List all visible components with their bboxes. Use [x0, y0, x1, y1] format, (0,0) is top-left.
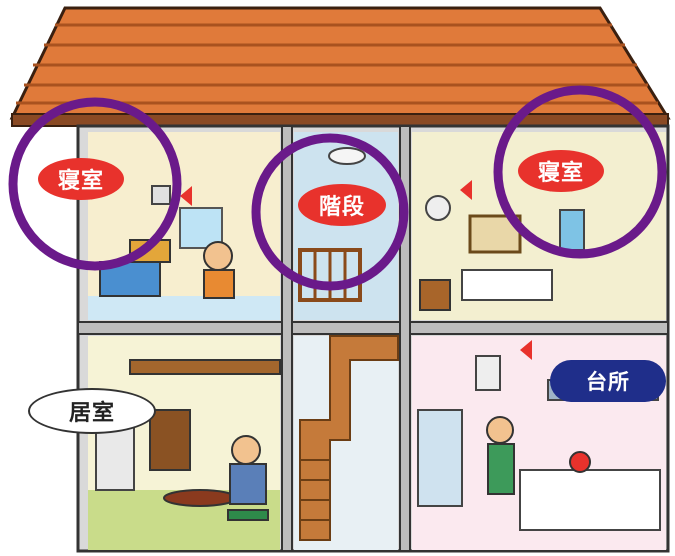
counter [520, 470, 660, 530]
woman [487, 417, 513, 443]
kettle [570, 452, 590, 472]
smoke-detector [426, 196, 450, 220]
label-kitchen: 台所 [550, 360, 666, 402]
low-table [164, 490, 236, 506]
roof [12, 8, 668, 126]
nightstand [420, 280, 450, 310]
elderly-man [232, 436, 260, 464]
heat-detector [476, 356, 500, 390]
window [560, 210, 584, 250]
bed [462, 270, 552, 300]
boy [204, 242, 232, 270]
label-bedroom-right: 寝室 [518, 150, 604, 192]
refrigerator [418, 410, 462, 506]
butsudan [150, 410, 190, 470]
ceiling-smoke-detector [329, 148, 365, 164]
room-bedroom-left [88, 132, 280, 320]
room-stairwell-lower [294, 336, 398, 550]
label-bedroom-left: 寝室 [38, 158, 124, 200]
label-living-room: 居室 [28, 388, 156, 434]
room-living [88, 336, 280, 550]
label-stairs: 階段 [298, 184, 386, 226]
smoke-detector [152, 186, 170, 204]
